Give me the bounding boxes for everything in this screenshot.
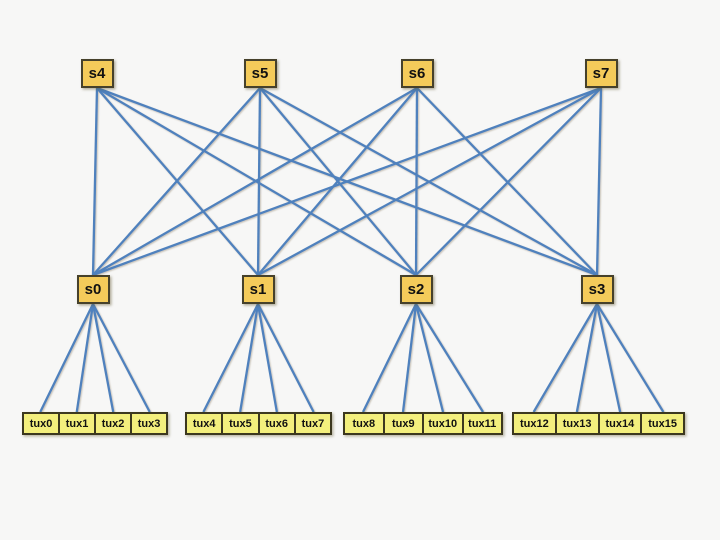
core-switch-s7: s7 [584,59,618,88]
link-s0-tux0 [39,303,95,413]
link-s0-tux1 [75,303,95,413]
link-s0-tux2 [91,303,115,413]
edge-switch-s1: s1 [241,275,275,304]
core-switch-s6: s6 [400,59,434,88]
edge-switch-s2: s2 [399,275,433,304]
link-s6-s2 [414,87,419,276]
host-tux14: tux14 [597,414,641,433]
host-tux12: tux12 [520,417,549,430]
link-s1-tux5 [238,303,260,413]
host-tux13: tux13 [554,414,598,433]
host-tux6: tux6 [257,414,294,433]
link-s2-tux9 [401,303,418,413]
link-s5-s1 [256,87,262,276]
core-switch-s5: s5 [243,59,277,88]
link-s2-tux8 [361,303,418,413]
host-tux9: tux9 [382,414,423,433]
host-tux5: tux5 [221,414,257,433]
link-s7-s2 [415,87,602,276]
host-tux1: tux1 [58,414,94,433]
link-s1-tux4 [202,303,260,413]
link-s4-s0 [91,87,99,276]
link-s3-tux12 [532,303,598,413]
link-s1-tux6 [256,303,279,413]
link-lines [39,86,665,413]
link-s6-s0 [92,87,418,276]
link-s6-s1 [257,87,418,276]
link-s0-tux3 [91,303,151,413]
host-tux7: tux7 [293,414,330,433]
link-s2-tux11 [415,303,484,413]
host-tux8: tux8 [352,417,376,430]
host-tux15: tux15 [640,414,683,433]
host-tux11: tux11 [461,414,502,433]
core-switch-s4: s4 [80,59,114,88]
link-s3-tux13 [575,303,599,413]
link-s3-tux14 [595,303,622,413]
link-s5-s0 [92,87,261,276]
link-s7-s0 [92,86,602,277]
host-tux2: tux2 [94,414,130,433]
host-tux4: tux4 [192,417,216,430]
link-s3-tux15 [596,303,665,413]
link-s7-s1 [257,86,602,277]
link-s1-tux7 [256,303,315,413]
link-s2-tux10 [414,303,445,413]
edge-switch-s0: s0 [76,275,110,304]
host-tux10: tux10 [422,414,462,433]
link-s7-s3 [595,87,603,276]
host-tux0: tux0 [29,417,53,430]
edge-switch-s3: s3 [580,275,614,304]
host-tux3: tux3 [130,414,166,433]
